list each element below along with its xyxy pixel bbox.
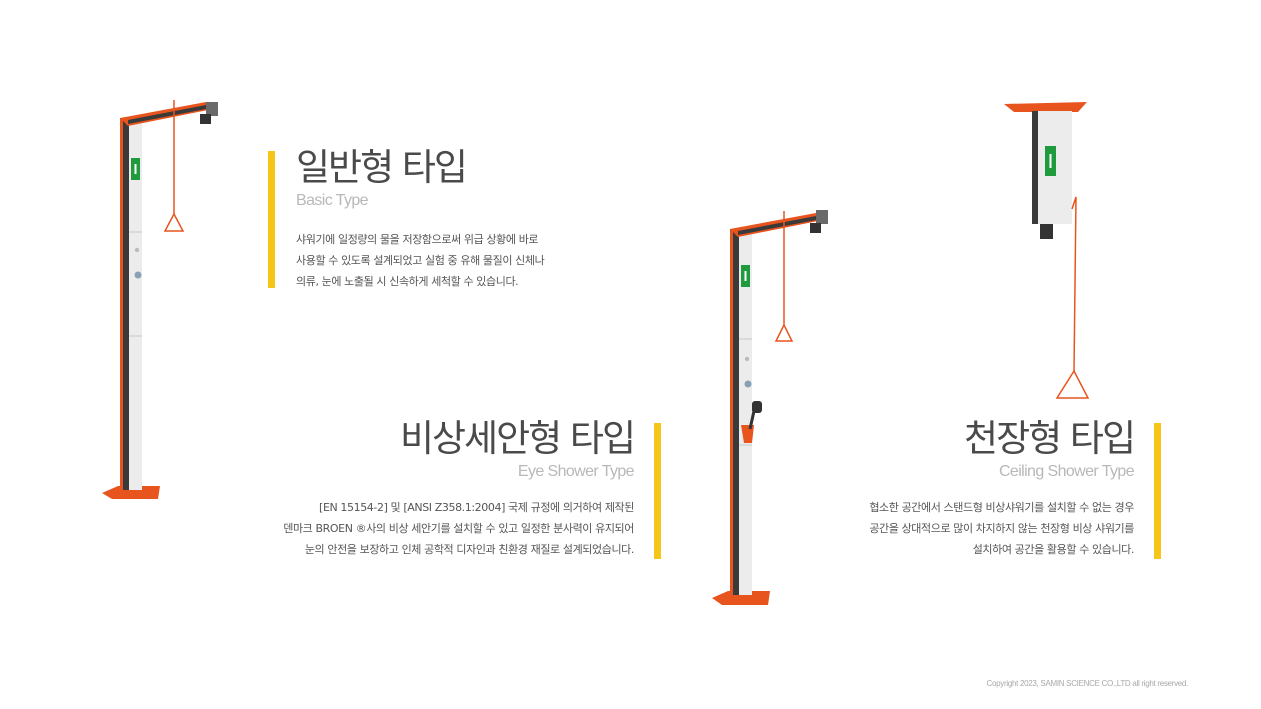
ceiling-shower-image xyxy=(1004,102,1090,399)
basic-type-description: 샤워기에 일정량의 물을 저장함으로써 위급 상황에 바로 사용할 수 있도록 … xyxy=(296,233,545,288)
basic-type-title: 일반형 타입 xyxy=(296,146,468,189)
ceiling-shower-type-subtitle: Ceiling Shower Type xyxy=(998,463,1135,480)
accent-bar xyxy=(268,151,275,288)
basic-shower-image xyxy=(102,100,218,499)
basic-type-subtitle: Basic Type xyxy=(296,192,369,209)
copyright-text: Copyright 2023, SAMIN SCIENCE CO.,LTD al… xyxy=(986,679,1189,688)
accent-bar xyxy=(654,423,661,559)
eye-shower-type-subtitle: Eye Shower Type xyxy=(517,463,635,480)
eye-shower-type-title: 비상세안형 타입 xyxy=(399,417,636,460)
ceiling-shower-type-description: 협소한 공간에서 스탠드형 비상샤워기를 설치할 수 없는 경우 공간을 상대적… xyxy=(869,501,1134,556)
emergency-shower-sign-icon xyxy=(1045,146,1056,176)
ceiling-shower-type-title: 천장형 타입 xyxy=(964,417,1136,460)
emergency-shower-sign-icon xyxy=(131,158,140,180)
emergency-shower-sign-icon xyxy=(741,265,750,287)
accent-bar xyxy=(1154,423,1161,559)
eye-shower-type-description: [EN 15154-2] 및 [ANSI Z358.1:2004] 국제 규정에… xyxy=(283,501,634,556)
eye-shower-image xyxy=(712,210,828,605)
